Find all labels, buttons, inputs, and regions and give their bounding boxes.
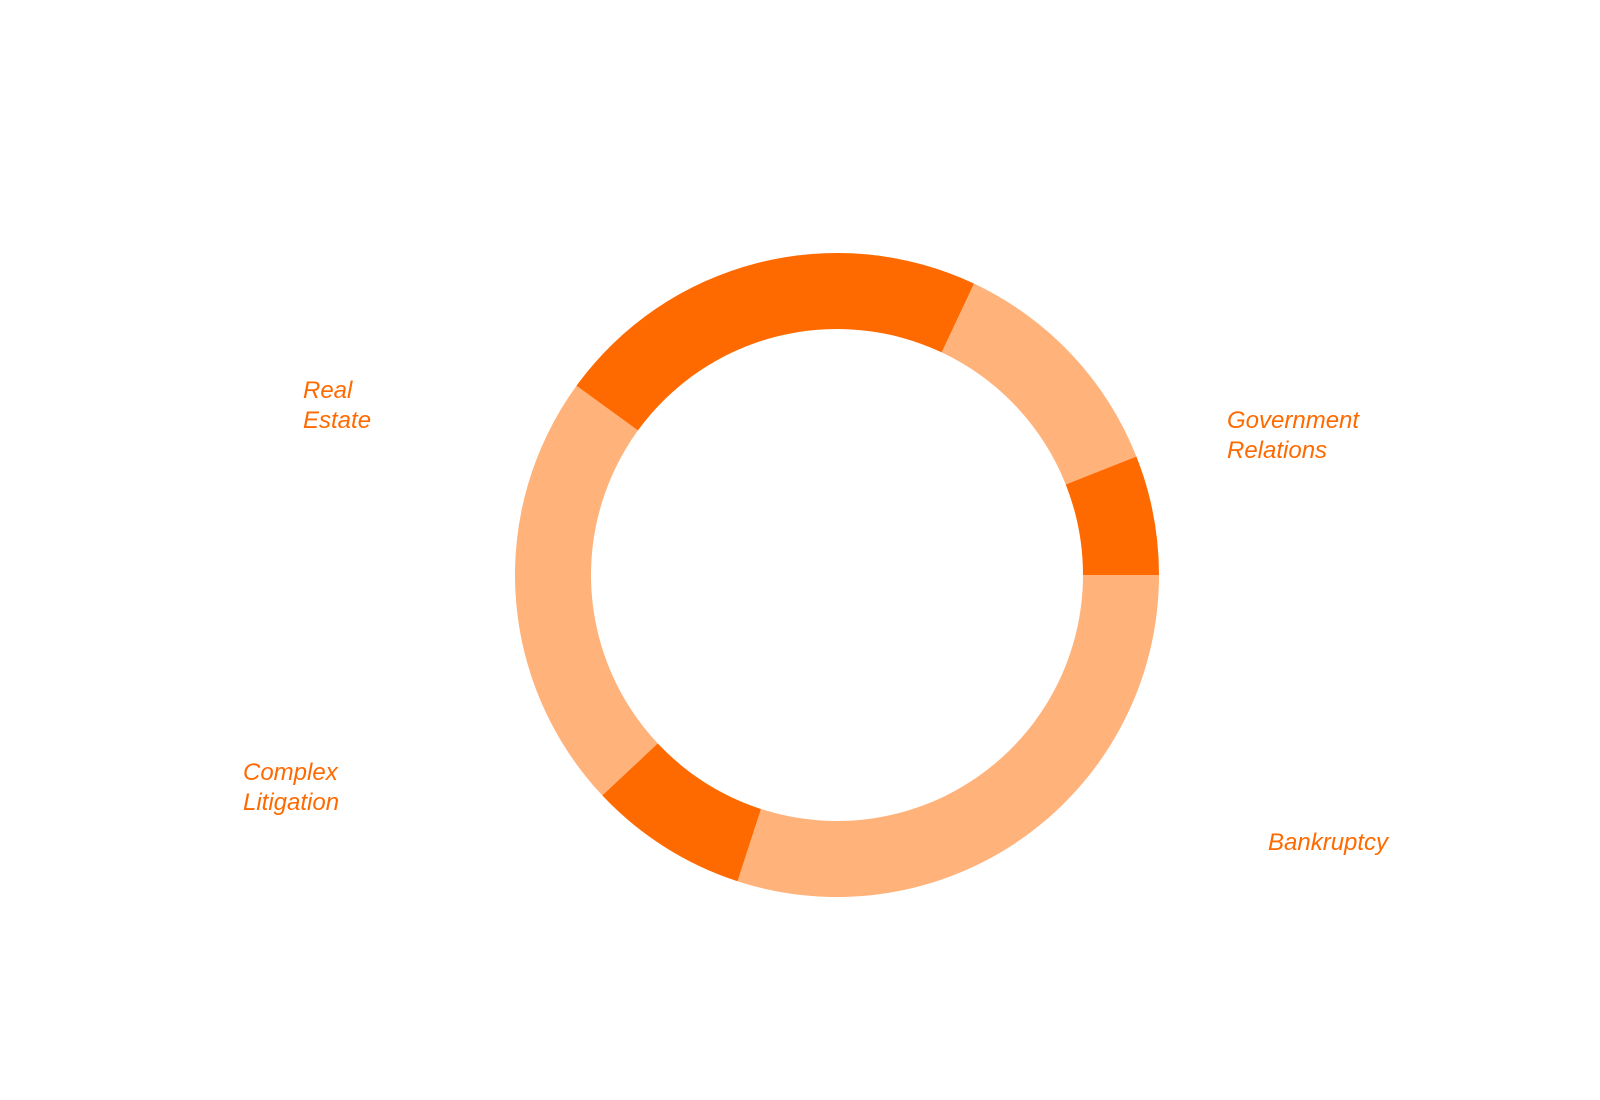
donut-slice-1 bbox=[602, 743, 761, 882]
donut-slice-5 bbox=[1065, 456, 1159, 575]
slice-label-line: Relations bbox=[1227, 437, 1327, 464]
donut-slice-4 bbox=[941, 283, 1137, 485]
slice-label-line: Real bbox=[303, 377, 353, 404]
donut-slice-3 bbox=[576, 252, 975, 431]
donut-slice-0 bbox=[737, 575, 1159, 897]
donut-slices bbox=[515, 252, 1159, 897]
slice-label-line: Government bbox=[1227, 407, 1360, 434]
slice-label-line: Complex bbox=[243, 759, 339, 786]
donut-slice-2 bbox=[515, 385, 658, 796]
slice-label-line: Litigation bbox=[243, 789, 339, 816]
slice-label-line: Estate bbox=[303, 407, 371, 434]
slice-label-bankruptcy: Bankruptcy bbox=[1268, 829, 1390, 856]
slice-label-line: Bankruptcy bbox=[1268, 829, 1390, 856]
